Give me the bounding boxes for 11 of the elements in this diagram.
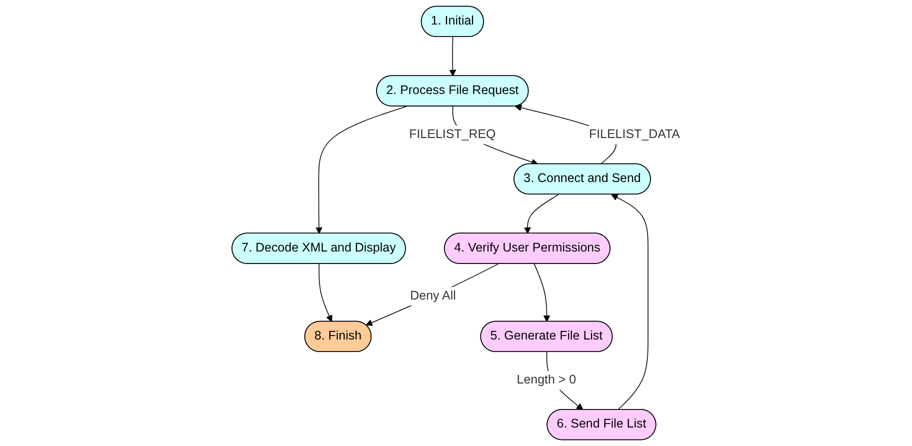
arrow bbox=[316, 106, 408, 234]
arrow bbox=[524, 194, 559, 234]
arrow bbox=[449, 36, 456, 76]
edge-label: Length > 0 bbox=[516, 373, 576, 387]
arrow bbox=[611, 194, 648, 410]
arrow bbox=[366, 264, 499, 326]
edge-label: FILELIST_DATA bbox=[588, 128, 680, 142]
edge-label: Deny All bbox=[410, 289, 456, 303]
arrow bbox=[318, 264, 332, 322]
arrow bbox=[534, 264, 550, 322]
edge-label: FILELIST_REQ bbox=[409, 128, 496, 142]
